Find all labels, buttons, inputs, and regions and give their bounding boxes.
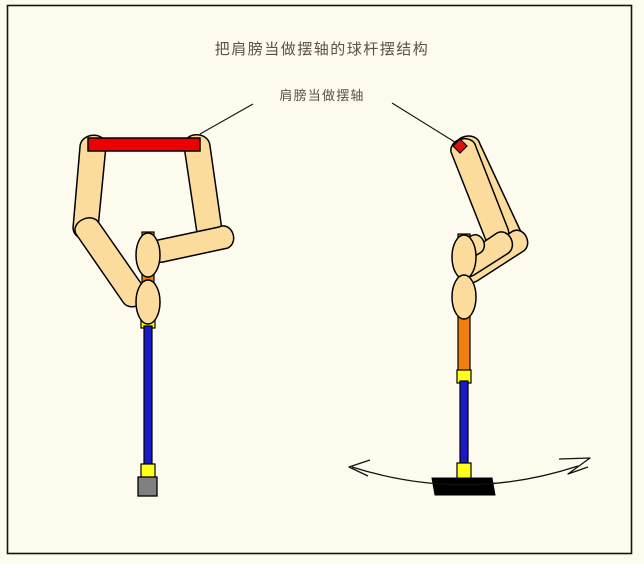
- left-figure-upper-hand: [135, 232, 161, 278]
- page-title: 把肩膀当做摆轴的球杆摆结构: [215, 40, 430, 58]
- swing-arc-path: [351, 465, 579, 486]
- leader-line-right: [391, 102, 459, 145]
- left-figure-shoulder-pivot-bar: [87, 137, 201, 152]
- swing-arc-arrow: [348, 457, 591, 486]
- left-figure-lower-hand: [135, 279, 161, 325]
- left-cue-tip-band: [140, 463, 156, 479]
- right-cue-shaft: [459, 380, 469, 466]
- canvas-border-frame: [6, 4, 633, 555]
- right-cue-tip-band: [456, 462, 472, 481]
- right-figure: [431, 135, 529, 496]
- right-figure-upper-hand: [451, 234, 477, 280]
- pivot-annotation-label: 肩膀当做摆轴: [279, 88, 364, 104]
- leader-line-left: [199, 103, 254, 135]
- right-figure-lower-hand: [451, 274, 477, 320]
- left-figure: [72, 134, 235, 497]
- swing-arrow-head-right: [558, 457, 591, 475]
- table-support-bar: [431, 477, 496, 496]
- left-cue-shaft: [143, 325, 153, 467]
- right-figure-pivot-marker: [452, 138, 468, 154]
- left-cue-ferrule: [137, 476, 158, 497]
- swing-arrow-head-left: [348, 459, 371, 477]
